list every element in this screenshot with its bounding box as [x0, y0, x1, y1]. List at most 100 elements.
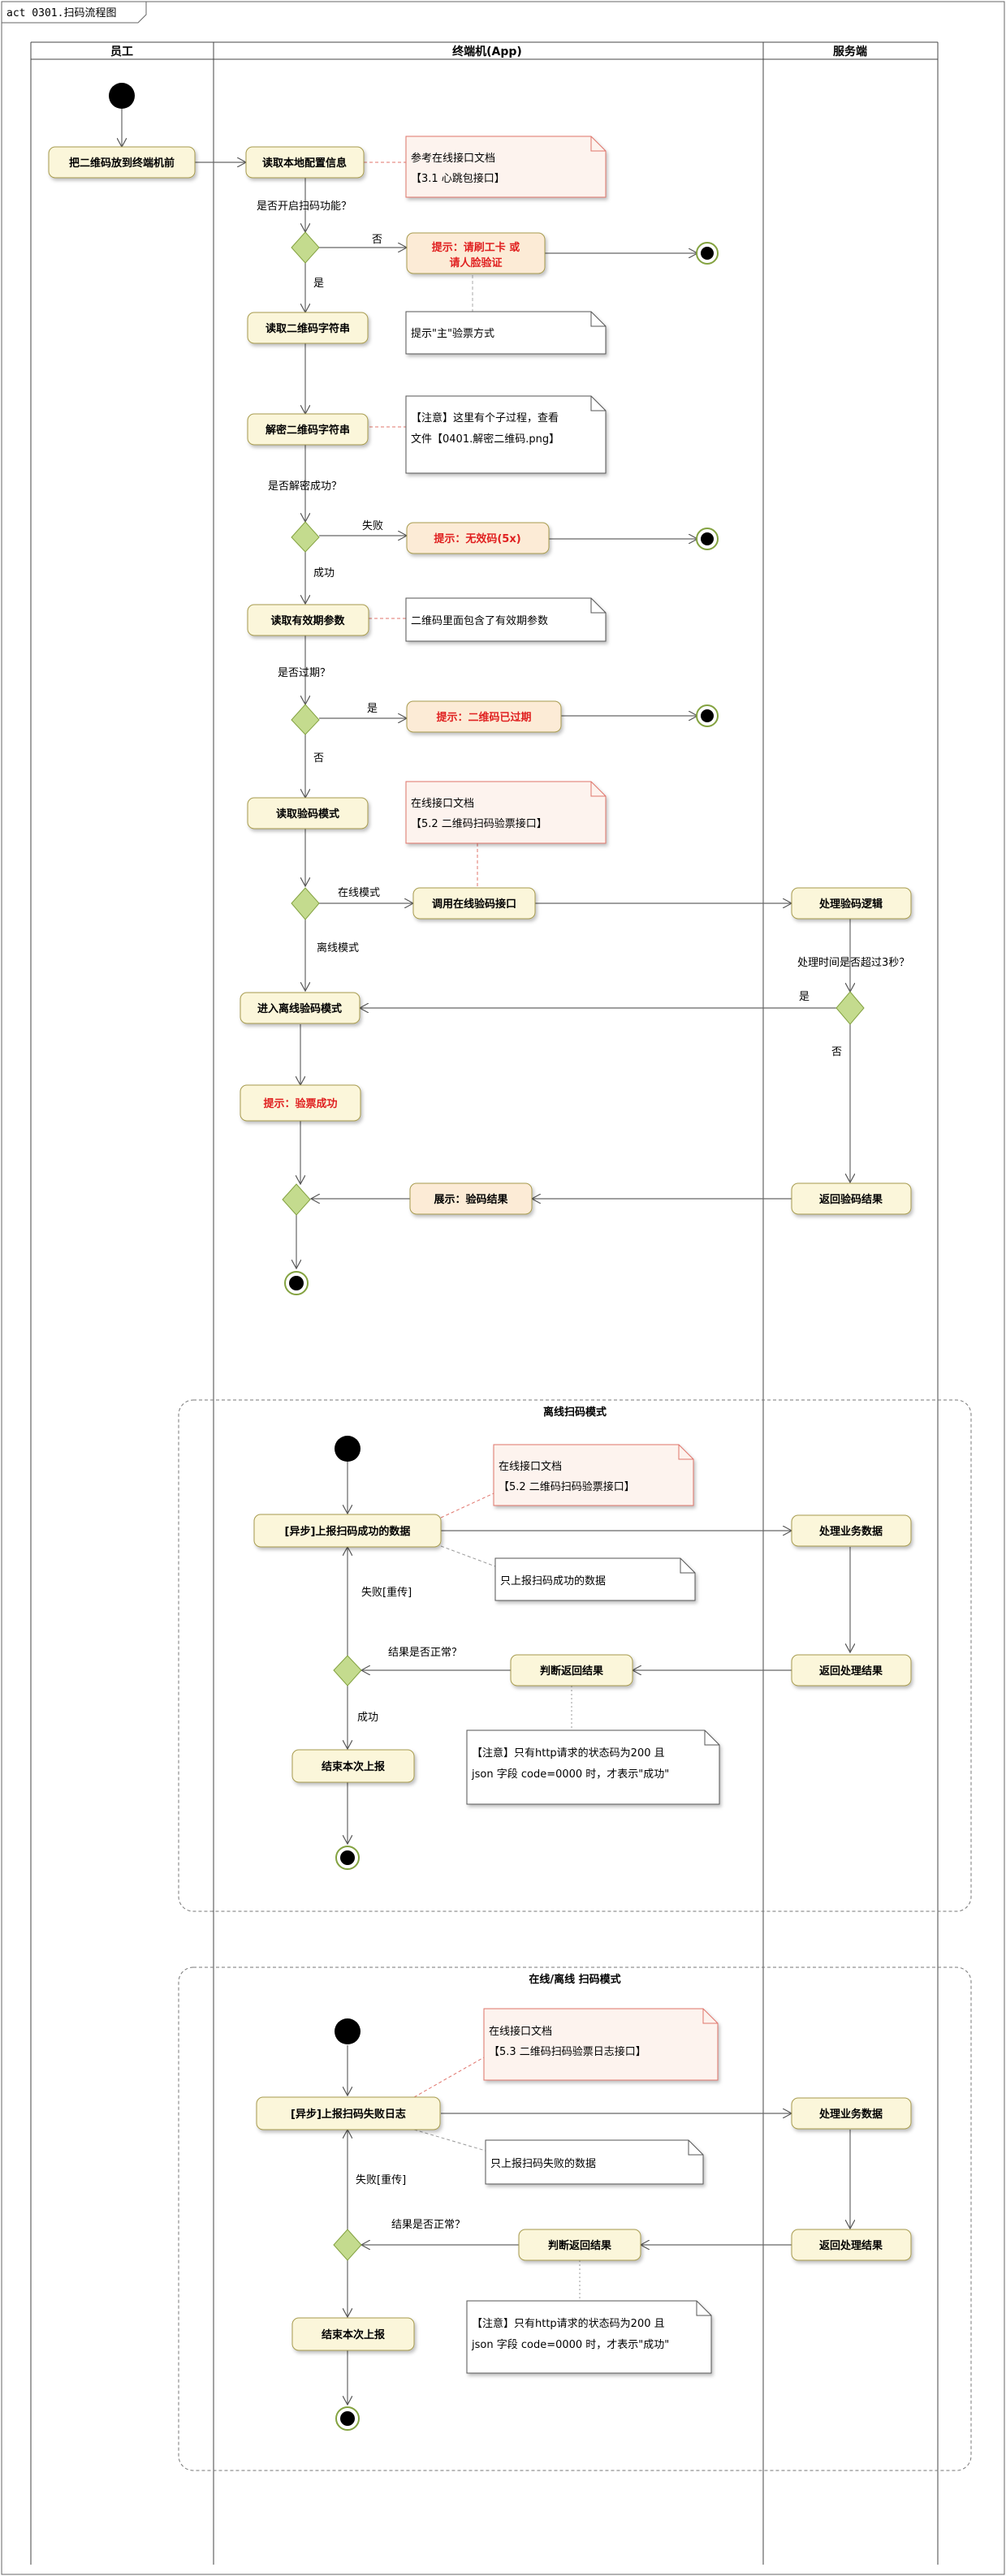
frame-title: act 0301.扫码流程图 [6, 7, 116, 19]
lane-header-employee: 员工 [110, 45, 133, 58]
action-read-validity-label: 读取有效期参数 [270, 614, 345, 627]
label-yes-3: 是 [799, 991, 810, 1003]
lane-header-terminal: 终端机(App) [452, 45, 522, 58]
action-read-validity [247, 604, 369, 636]
offline-action-process-label: 处理业务数据 [818, 1525, 883, 1538]
action-read-config [245, 146, 365, 179]
offline-action-judge [510, 1654, 633, 1686]
lane-header-server: 服务端 [833, 45, 867, 58]
warn-swipe-card [406, 232, 546, 274]
offline-action-return [791, 1654, 912, 1686]
mixed-action-end [291, 2317, 415, 2351]
mixed-action-report-label: [异步]上报扫码失败日志 [291, 2108, 406, 2121]
section-offline-title: 离线扫码模式 [543, 1406, 607, 1419]
note-heartbeat-line1: 参考在线接口文档 [411, 152, 495, 165]
offline-action-report [253, 1514, 442, 1548]
mixed-note-only-text: 只上报扫码失败的数据 [490, 2157, 596, 2170]
action-enter-offline-label: 进入离线验码模式 [257, 1002, 342, 1015]
mixed-action-return [791, 2229, 912, 2261]
offline-action-return-label: 返回处理结果 [819, 1665, 883, 1678]
note-decrypt-line1: 【注意】这里有个子过程，查看 [411, 411, 559, 424]
offline-action-report-label: [异步]上报扫码成功的数据 [285, 1525, 411, 1538]
label-fail-1: 失败 [362, 520, 383, 532]
note-validity [405, 597, 607, 642]
label-online-mode: 在线模式 [338, 887, 380, 899]
label-offline-mode: 离线模式 [317, 941, 359, 954]
action-read-mode [247, 797, 369, 829]
action-return-result-label: 返回验码结果 [819, 1193, 883, 1206]
question-timeout: 处理时间是否超过3秒？ [797, 957, 909, 969]
offline-note-doc [493, 1444, 694, 1506]
action-read-config-label: 读取本地配置信息 [262, 157, 347, 170]
offline-start-node [335, 1436, 361, 1462]
warn-swipe-card-line1: 提示：请刷工卡 或 [432, 241, 520, 254]
note-heartbeat-line2: 【3.1 心跳包接口】 [411, 172, 505, 185]
question-expired: 是否过期？ [278, 667, 330, 679]
warn-invalid-code-label: 提示：无效码(5x) [434, 532, 520, 545]
offline-action-judge-label: 判断返回结果 [540, 1665, 603, 1678]
main-connectors [122, 109, 850, 1269]
note-decrypt [405, 395, 607, 474]
label-yes-1: 是 [313, 278, 324, 290]
decision-scan-enabled [291, 231, 320, 264]
decision-decrypt-ok [291, 521, 320, 553]
question-scan-enabled: 是否开启扫码功能？ [257, 200, 352, 213]
mixed-action-judge-label: 判断返回结果 [548, 2239, 611, 2252]
mixed-note-attention-line2: json 字段 code=0000 时，才表示"成功" [471, 2339, 669, 2351]
section-mixed-title: 在线/离线 扫码模式 [529, 1973, 620, 1986]
offline-fail-loop-label: 失败[重传] [361, 1586, 412, 1599]
action-process-server-label: 处理验码逻辑 [818, 898, 883, 911]
section-offline [178, 1399, 972, 1912]
action-return-result [791, 1182, 912, 1215]
offline-action-end [291, 1749, 415, 1783]
mixed-action-process [791, 2097, 912, 2130]
action-read-mode-label: 读取验码模式 [276, 808, 339, 821]
section-mixed [178, 1966, 972, 2471]
offline-note-doc-line2: 【5.2 二维码扫码验票接口】 [499, 1480, 635, 1493]
note-online-doc-line2: 【5.2 二维码扫码验票接口】 [411, 817, 547, 830]
mixed-action-end-label: 结束本次上报 [322, 2328, 386, 2341]
offline-note-attention-line2: json 字段 code=0000 时，才表示"成功" [471, 1768, 669, 1781]
mixed-action-report [256, 2096, 441, 2130]
action-call-online [412, 887, 536, 920]
action-place-qr-label: 把二维码放到终端机前 [69, 157, 175, 170]
action-enter-offline [240, 992, 361, 1024]
main-note-anchors [364, 162, 478, 888]
warn-swipe-card-line2: 请人脸验证 [449, 256, 502, 269]
decision-merge [282, 1183, 311, 1216]
mixed-note-attention-line1: 【注意】只有http请求的状态码为200 且 [472, 2317, 665, 2330]
action-decrypt-qr-label: 解密二维码字符串 [265, 424, 350, 437]
swimlanes [30, 41, 939, 2565]
action-decrypt-qr [247, 413, 369, 446]
offline-action-process [791, 1514, 912, 1547]
offline-action-end-label: 结束本次上报 [322, 1760, 386, 1773]
note-online-doc [405, 781, 607, 844]
mixed-fail-loop-label: 失败[重传] [356, 2173, 406, 2186]
action-show-result-label: 展示：验码结果 [434, 1193, 507, 1206]
mixed-action-return-label: 返回处理结果 [819, 2239, 883, 2252]
offline-note-doc-line1: 在线接口文档 [499, 1460, 562, 1473]
offline-note-attention-line1: 【注意】只有http请求的状态码为200 且 [472, 1747, 665, 1760]
offline-decision-result [333, 1655, 362, 1686]
start-node [109, 83, 135, 109]
action-read-qr [247, 312, 369, 344]
action-process-server [791, 887, 912, 920]
mixed-decision-result [333, 2229, 362, 2261]
note-online-doc-line1: 在线接口文档 [411, 797, 474, 810]
note-main-ticket-text: 提示"主"验票方式 [411, 327, 494, 340]
note-main-ticket [405, 311, 607, 355]
action-place-qr [48, 146, 196, 179]
action-verify-ok-label: 提示：验票成功 [263, 1097, 337, 1110]
label-no-2: 否 [313, 752, 324, 765]
action-show-result [409, 1182, 533, 1215]
offline-success-label: 成功 [357, 1712, 378, 1724]
mixed-note-doc-line2: 【5.3 二维码扫码验票日志接口】 [489, 2045, 646, 2058]
note-validity-text: 二维码里面包含了有效期参数 [411, 614, 548, 627]
warn-expired-label: 提示：二维码已过期 [436, 711, 531, 724]
note-decrypt-line2: 文件【0401.解密二维码.png】 [411, 433, 559, 446]
action-verify-ok [240, 1084, 361, 1122]
action-call-online-label: 调用在线验码接口 [432, 898, 516, 911]
mixed-action-judge [518, 2229, 641, 2261]
